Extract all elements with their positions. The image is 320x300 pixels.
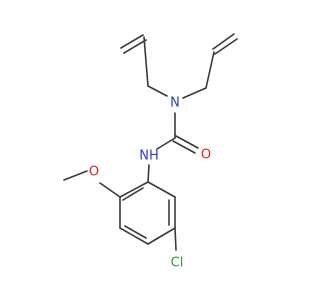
ring-bond-3 <box>119 227 149 245</box>
bond-c1-c2a <box>120 34 144 49</box>
atom-chlorine: Cl <box>171 256 184 271</box>
atom-nitrogen-amine: N <box>170 96 180 111</box>
atom-nitrogen-amide: NH <box>139 149 159 164</box>
bond-c1-c2b <box>123 39 147 54</box>
ring-bond-4 <box>147 227 176 245</box>
atom-oxygen-carbonyl: O <box>201 148 211 163</box>
ring-bond-6 <box>147 181 176 198</box>
ring-bond-3-inner <box>124 225 147 239</box>
ring-bond-1-inner <box>122 187 144 201</box>
bond-c2-c3 <box>143 36 149 87</box>
ring-bond-1 <box>119 181 149 198</box>
bond-c3-n <box>147 85 168 97</box>
molecule-diagram: N NH O O Cl <box>63 33 238 271</box>
atom-oxygen-ether: O <box>89 165 99 180</box>
bond-c4-c5a <box>212 33 235 50</box>
bond-o-ch3 <box>63 170 88 181</box>
bond-co-b <box>172 140 196 154</box>
bond-ring-o <box>99 182 121 198</box>
bond-c4-c6 <box>205 51 215 89</box>
bond-c6-n <box>182 87 207 99</box>
bond-co-a <box>175 135 199 149</box>
bond-ring-cl <box>174 227 177 251</box>
structure-svg: N NH O O Cl <box>63 33 238 271</box>
bond-ccarbonyl-nh <box>156 137 176 150</box>
bond-c4-c5b <box>214 38 238 55</box>
bond-nh-ring <box>147 164 150 183</box>
